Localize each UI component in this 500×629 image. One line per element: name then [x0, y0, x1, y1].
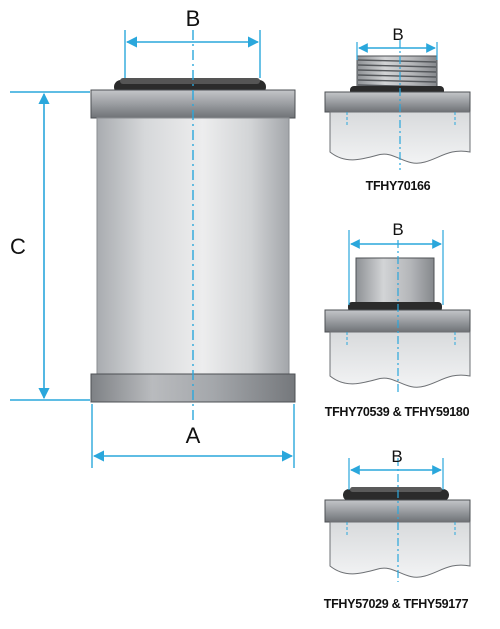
dimension-c-label: C [10, 234, 26, 259]
detail1-caption: TFHY70166 [366, 179, 431, 193]
main-filter-element [90, 30, 296, 420]
detail3-caption: TFHY57029 & TFHY59177 [324, 597, 469, 611]
detail2-caption: TFHY70539 & TFHY59180 [325, 405, 470, 419]
plain-neck [355, 257, 435, 307]
detail2-b-label: B [392, 220, 403, 239]
dimension-b: B [124, 6, 261, 78]
detail3-b-label: B [391, 447, 402, 466]
dimension-c: C [10, 91, 90, 401]
dimension-b-label: B [186, 6, 201, 31]
detail1-b-label: B [392, 25, 403, 44]
detail-oring-seal: B TFHY57029 & TFHY59177 [324, 447, 471, 611]
detail-threaded-spigot: B TFHY70166 [324, 25, 471, 193]
detail-plain-spigot: B TFHY70539 & TFHY59180 [324, 220, 471, 419]
dimension-a: A [91, 404, 295, 468]
dimension-a-label: A [186, 423, 201, 448]
